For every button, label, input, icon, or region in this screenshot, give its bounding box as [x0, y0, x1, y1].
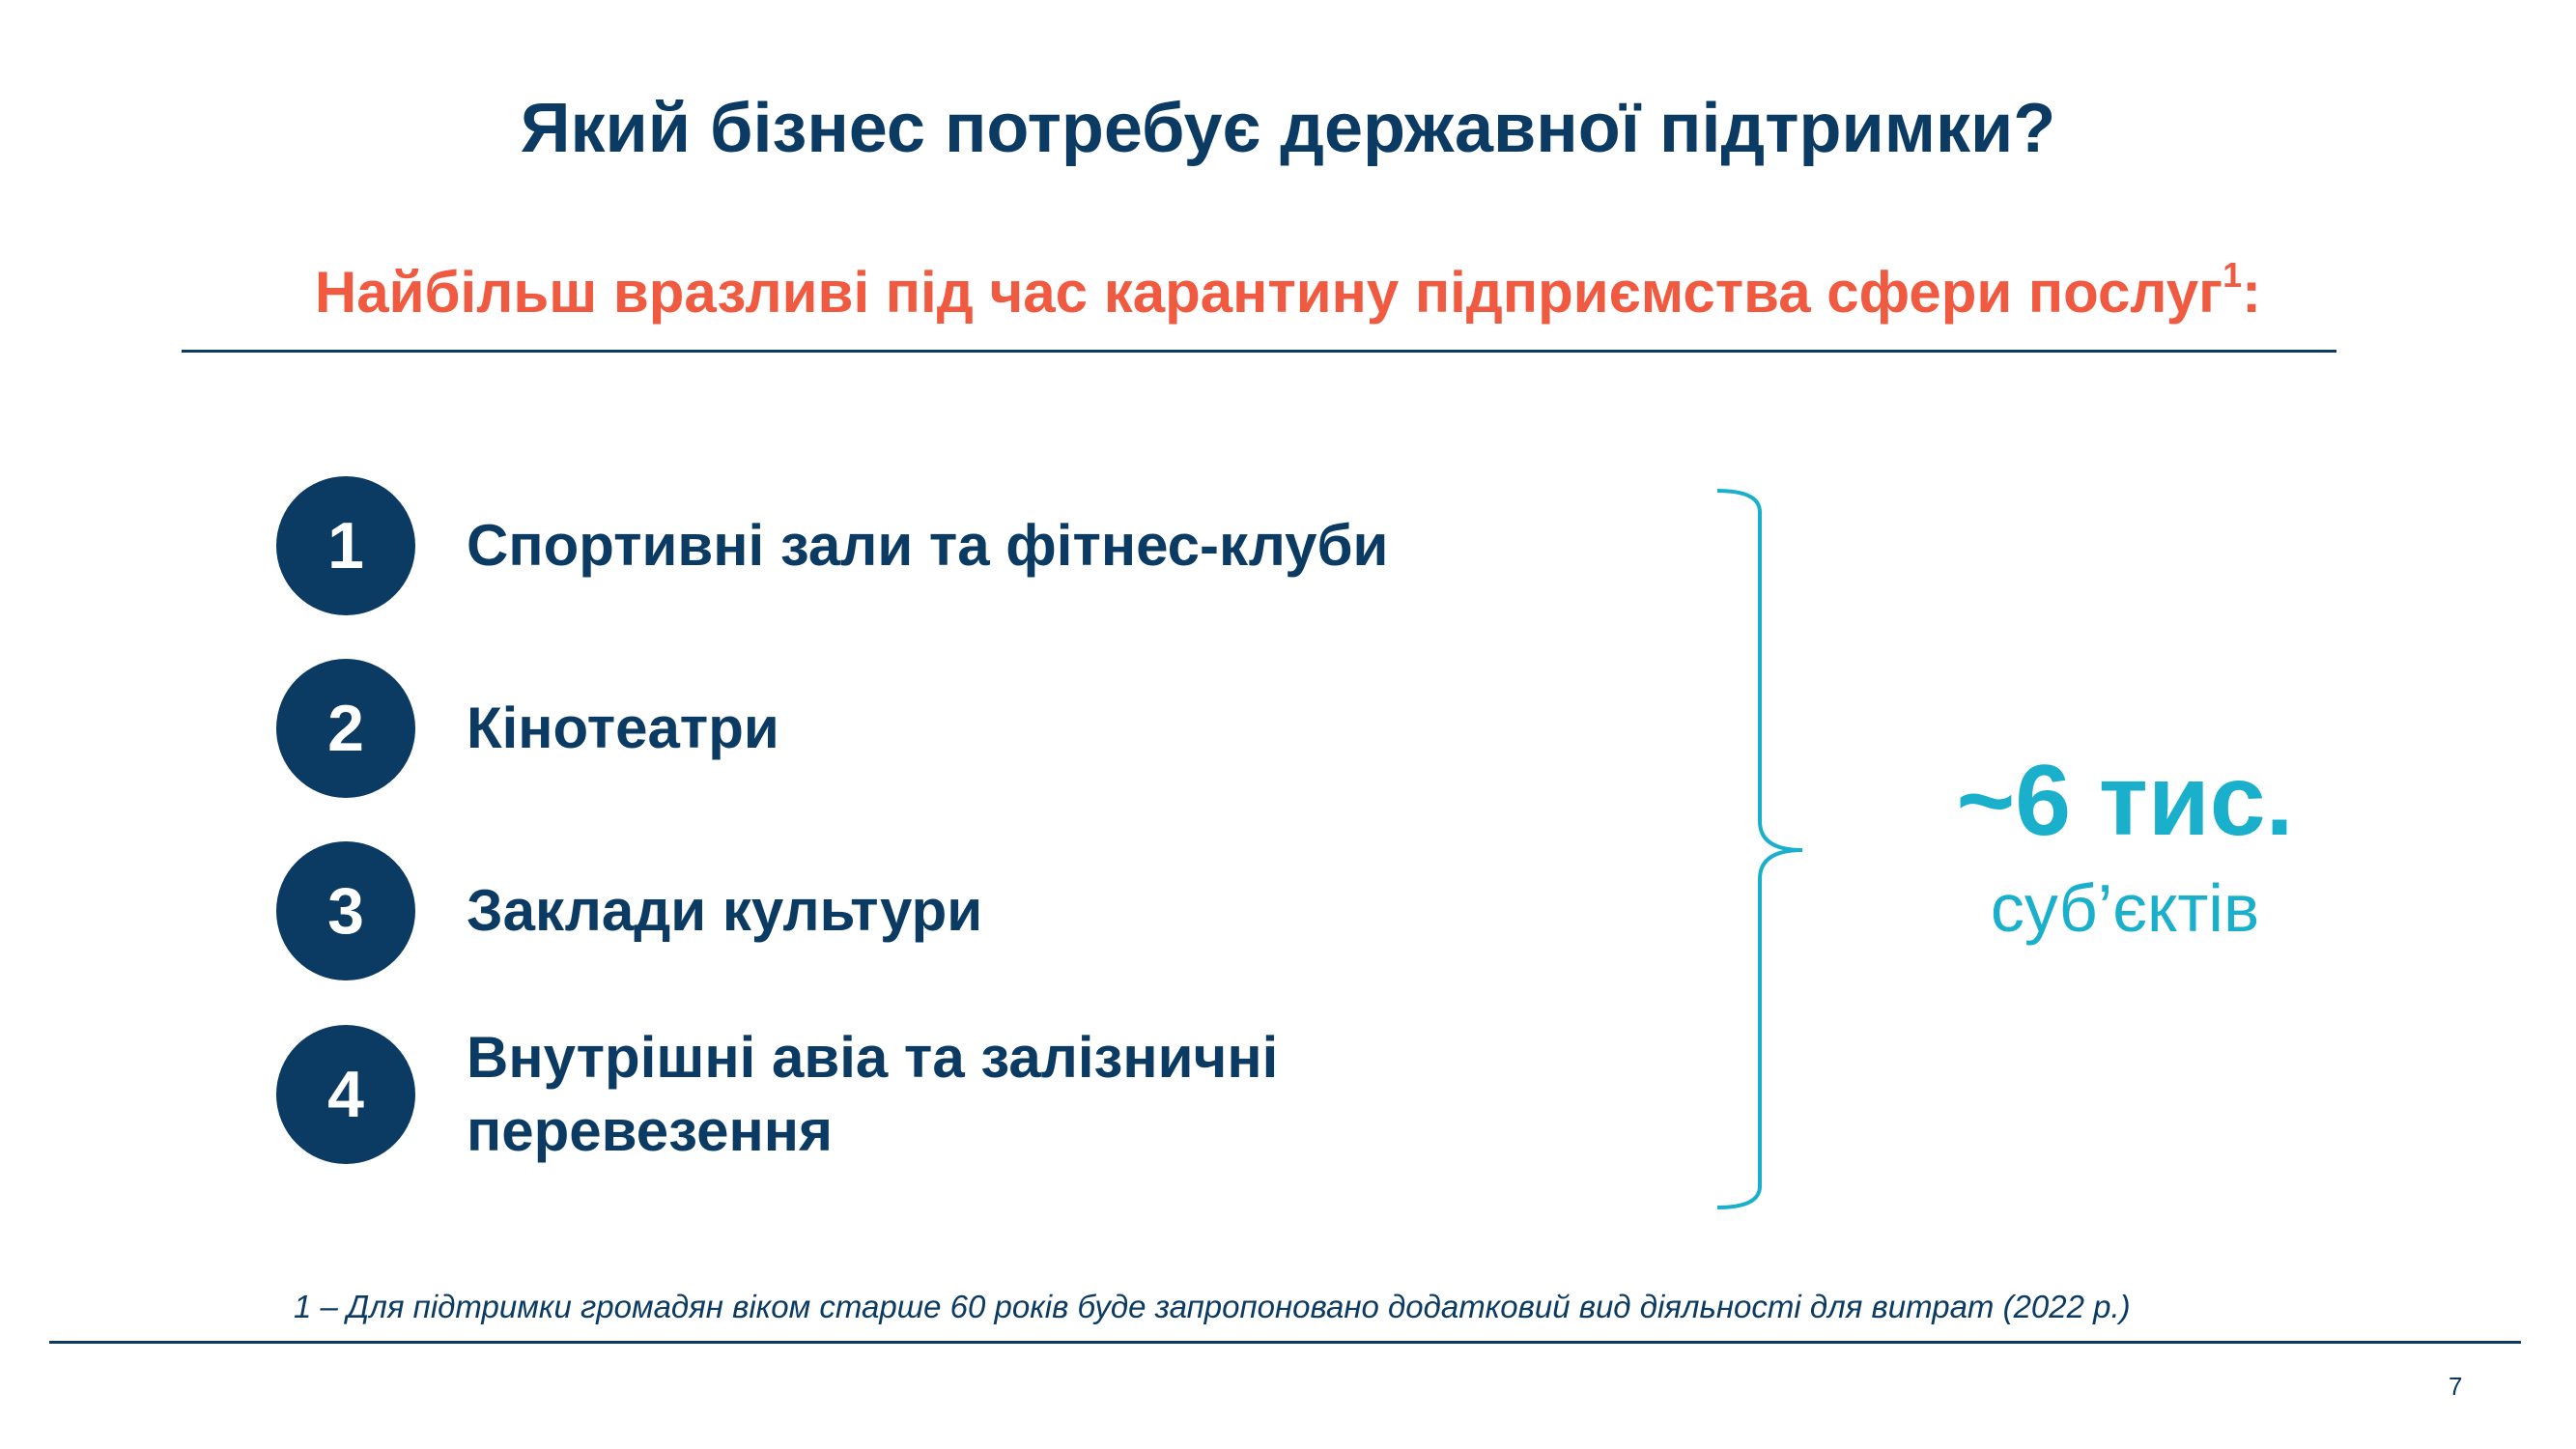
summary-unit: суб’єктів — [1990, 870, 2260, 946]
summary-value: ~6 тис. — [1956, 745, 2294, 857]
page-number: 7 — [2449, 1372, 2463, 1401]
number-badge-1: 1 — [276, 476, 415, 615]
number-badge-3: 3 — [276, 841, 415, 980]
list-item-2: Кінотеатри — [467, 696, 779, 760]
slide-title: Який бізнес потребує державної підтримки… — [520, 90, 2056, 167]
subtitle-suffix: : — [2242, 260, 2262, 325]
list-item-4-line1: Внутрішні авіа та залізничні — [467, 1025, 1279, 1090]
list-item-4-line2: перевезення — [467, 1098, 833, 1163]
number-badge-2: 2 — [276, 659, 415, 798]
list-item-3: Заклади культури — [467, 878, 983, 943]
list-item-1: Спортивні зали та фітнес-клуби — [467, 513, 1389, 578]
footnote-mark: 1 — [2222, 255, 2243, 295]
slide-subtitle: Найбільш вразливі під час карантину підп… — [0, 255, 2576, 326]
footer-divider — [49, 1341, 2521, 1344]
right-brace-icon — [1716, 489, 1803, 1209]
list-item-4: Внутрішні авіа та залізничні перевезення — [467, 1021, 1278, 1168]
number-badge-4: 4 — [276, 1025, 415, 1164]
subtitle-text: Найбільш вразливі під час карантину підп… — [314, 260, 2223, 325]
subtitle-divider — [182, 350, 2336, 353]
footnote: 1 – Для підтримки громадян віком старше … — [294, 1289, 2131, 1324]
